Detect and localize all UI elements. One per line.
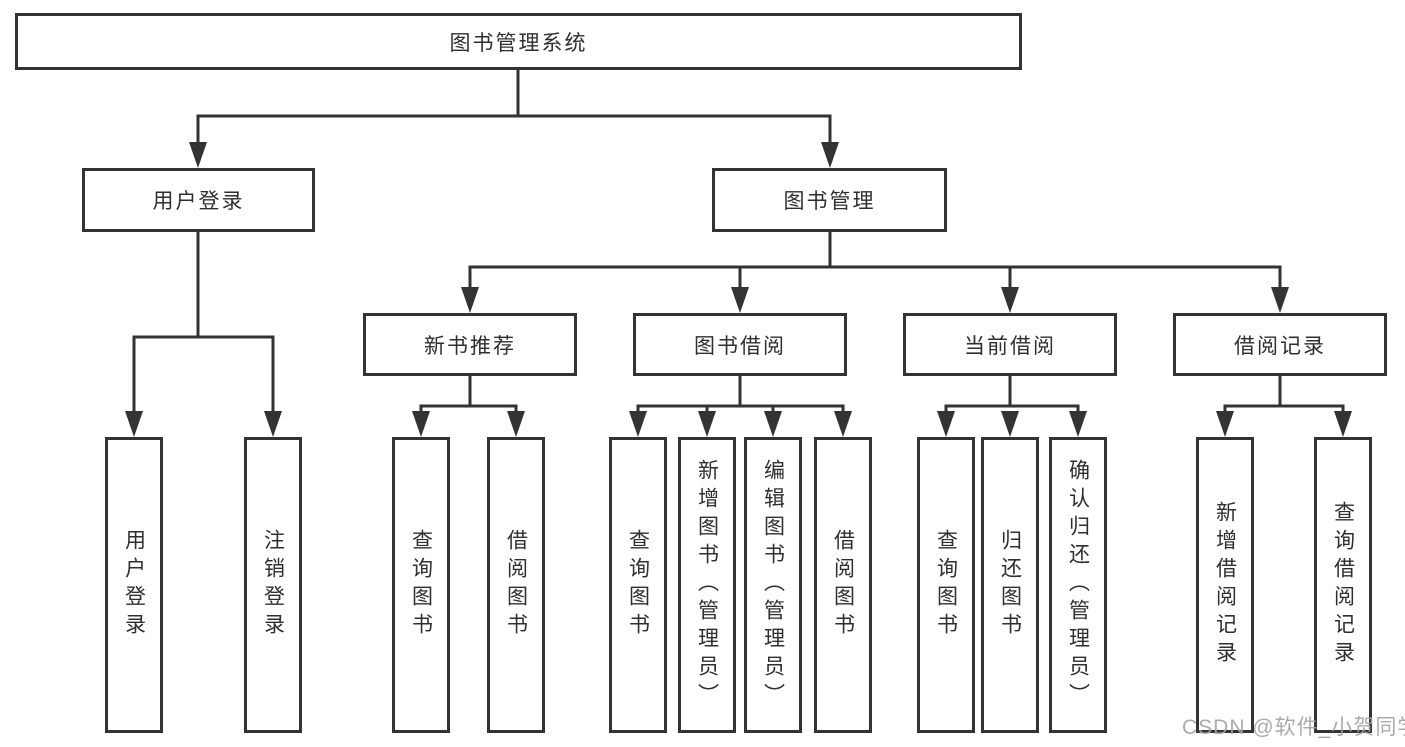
watermark: CSDN @软件_小贺同学 [1182,716,1405,739]
leaf-label: 查询图书 [934,529,958,641]
leaf-label: 新增借阅记录 [1213,501,1237,669]
leaf-add-books-admin: 新增图书（管理员） [678,437,736,733]
leaf-label: 查询借阅记录 [1331,501,1355,669]
leaf-label: 借阅图书 [504,529,528,641]
node-user-login: 用户登录 [82,168,315,232]
leaf-query-borrow-record: 查询借阅记录 [1314,437,1372,733]
node-label: 图书借阅 [694,334,786,358]
node-borrow-records: 借阅记录 [1173,313,1387,376]
leaf-return-books: 归还图书 [981,437,1039,733]
leaf-label: 注销登录 [261,529,285,641]
leaf-add-borrow-record: 新增借阅记录 [1196,437,1254,733]
leaf-user-login: 用户登录 [105,437,163,733]
leaf-label: 借阅图书 [831,529,855,641]
node-current-borrowing: 当前借阅 [903,313,1117,376]
leaf-label: 编辑图书（管理员） [761,459,785,711]
node-book-management: 图书管理 [712,168,947,232]
leaf-borrow-books-1: 借阅图书 [487,437,545,733]
leaf-logout: 注销登录 [244,437,302,733]
leaf-edit-books-admin: 编辑图书（管理员） [744,437,802,733]
node-label: 图书管理 [783,190,876,213]
leaf-label: 新增图书（管理员） [695,459,719,711]
node-root-label: 图书管理系统 [449,31,588,55]
leaf-label: 确认归还（管理员） [1066,459,1090,711]
node-label: 当前借阅 [964,334,1056,358]
node-root: 图书管理系统 [15,13,1022,70]
leaf-label: 归还图书 [998,529,1022,641]
leaf-confirm-return-admin: 确认归还（管理员） [1049,437,1107,733]
node-label: 新书推荐 [424,334,516,358]
leaf-label: 用户登录 [122,529,146,641]
leaf-query-books-3: 查询图书 [917,437,975,733]
leaf-query-books-2: 查询图书 [609,437,667,733]
leaf-query-books-1: 查询图书 [392,437,450,733]
node-new-book-recommend: 新书推荐 [363,313,577,376]
leaf-borrow-books-2: 借阅图书 [814,437,872,733]
leaf-label: 查询图书 [626,529,650,641]
node-book-borrowing: 图书借阅 [633,313,847,376]
node-label: 借阅记录 [1234,334,1326,358]
leaf-label: 查询图书 [409,529,433,641]
node-label: 用户登录 [152,190,245,213]
